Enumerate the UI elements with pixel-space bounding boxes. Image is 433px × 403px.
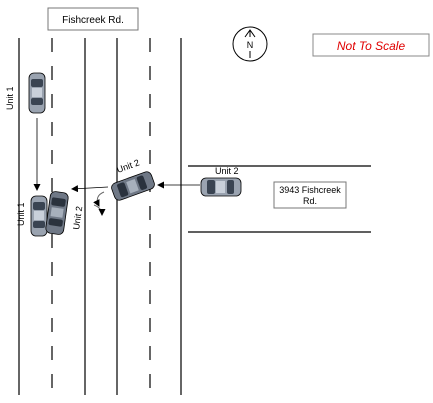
address-box: 3943 Fishcreek Rd. — [273, 181, 347, 209]
car-icon — [30, 195, 48, 237]
rotation-arrow-icon — [93, 191, 106, 216]
north-arrow-icon: N — [232, 26, 268, 62]
unit1-label-impact: Unit 1 — [16, 202, 26, 226]
unit1-pre-impact-car — [28, 72, 46, 114]
lane-lines — [51, 38, 151, 395]
unit1-impact-car — [30, 195, 48, 237]
car-icon — [45, 191, 69, 235]
road-edges — [18, 38, 182, 395]
address-line-1: 3943 Fishcreek — [279, 185, 341, 195]
unit2-label-turning: Unit 2 — [115, 157, 141, 174]
unit2-impact-car — [45, 191, 69, 235]
unit2-turning-car — [111, 171, 155, 201]
north-label: N — [247, 40, 254, 50]
unit2-start-car — [200, 177, 242, 197]
street-name-label: Fishcreek Rd. — [62, 15, 124, 26]
travel-arrows — [33, 118, 200, 193]
scale-note-box: Not To Scale — [312, 33, 430, 57]
driveway — [188, 165, 371, 233]
car-icon — [200, 177, 242, 197]
scale-note-label: Not To Scale — [337, 39, 406, 53]
address-line-2: Rd. — [303, 196, 317, 206]
unit1-label-top: Unit 1 — [5, 86, 15, 110]
unit2-impact-arrow — [71, 185, 109, 193]
car-icon — [28, 72, 46, 114]
unit2-label-impact: Unit 2 — [71, 206, 84, 231]
unit2-label-start: Unit 2 — [215, 166, 239, 176]
street-name-box: Fishcreek Rd. — [47, 7, 139, 31]
car-icon — [111, 171, 155, 201]
